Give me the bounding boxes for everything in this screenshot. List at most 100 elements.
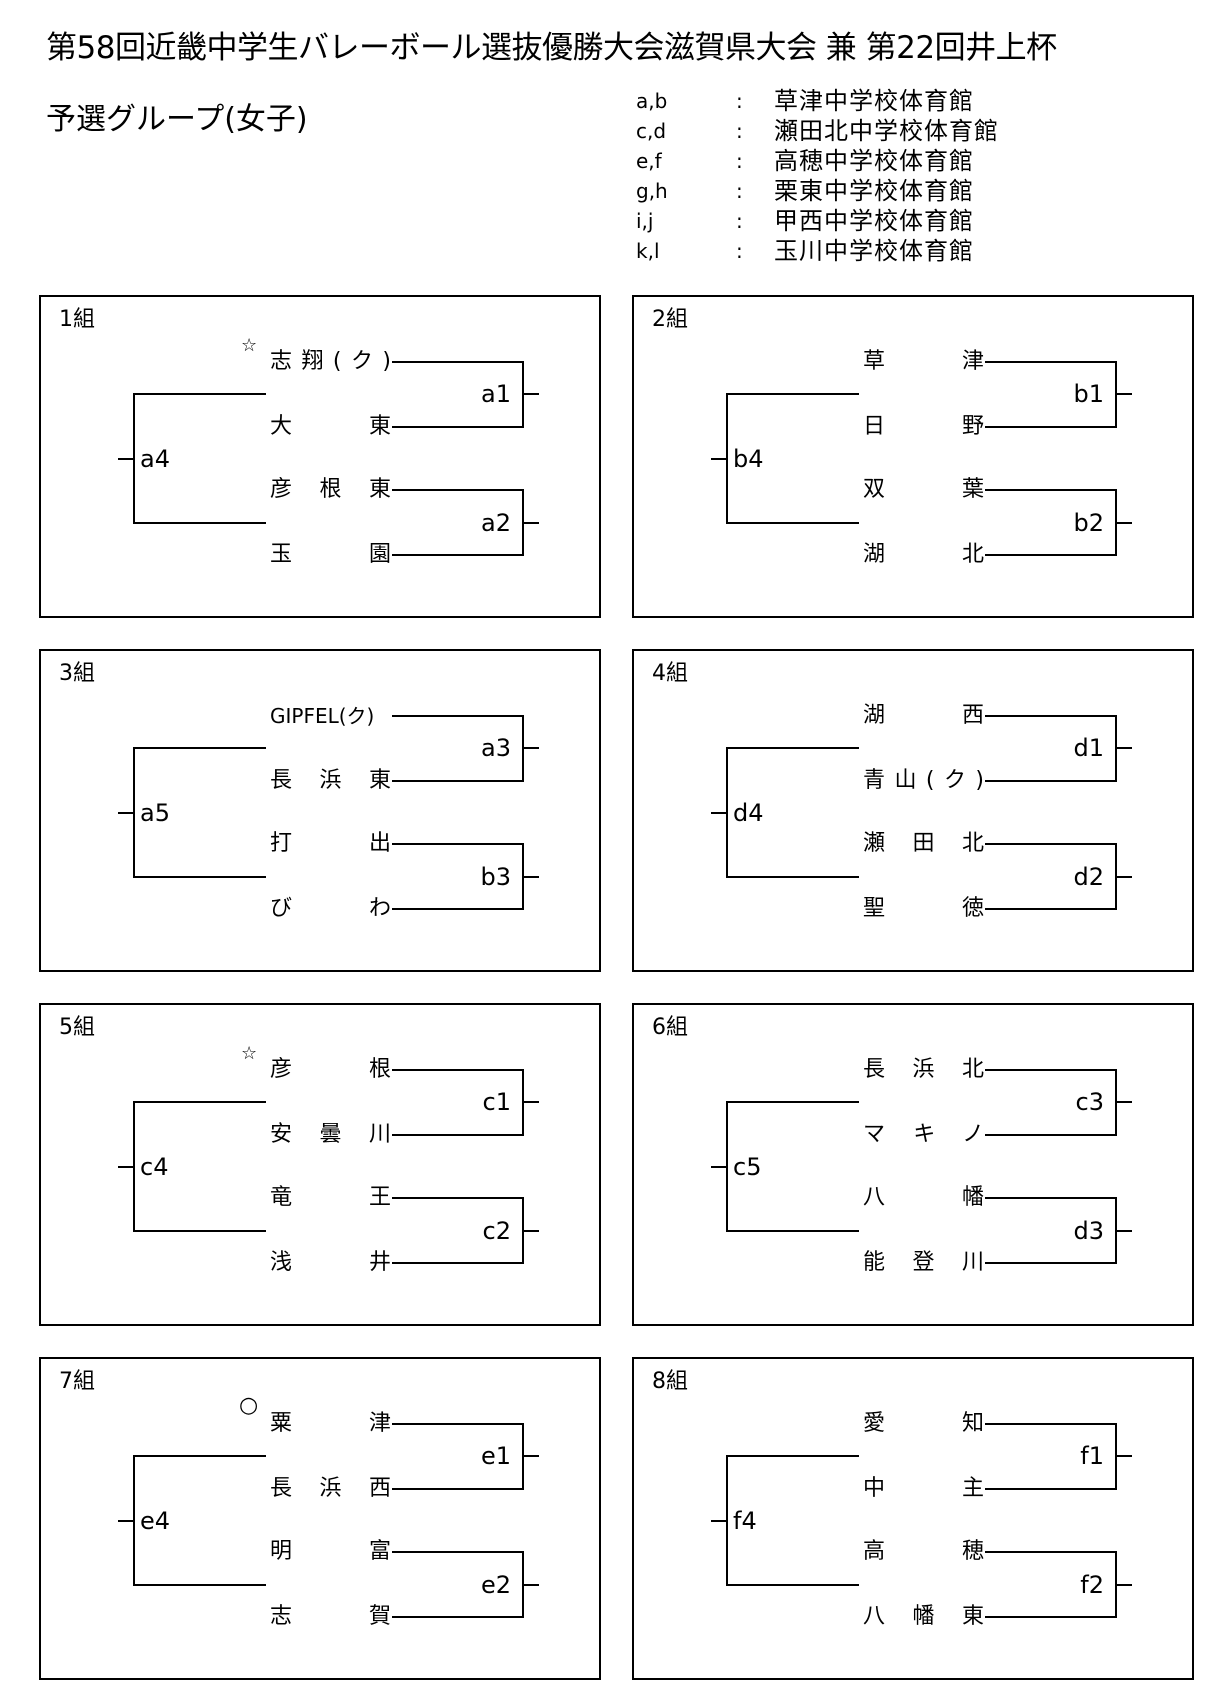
venue-list: a,b:草津中学校体育館 c,d:瀬田北中学校体育館 e,f:高穂中学校体育館 … bbox=[636, 86, 1136, 266]
bracket-lines bbox=[711, 1423, 1132, 1618]
venue-code: a,b bbox=[636, 89, 668, 113]
team-name: 高穂 bbox=[863, 1539, 1061, 1564]
venue-row: k,l: 玉川中学校体育館 bbox=[636, 236, 1136, 266]
venue-code: k,l bbox=[636, 239, 660, 263]
slot-label-top: d1 bbox=[1073, 734, 1104, 762]
slot-label-final: c5 bbox=[733, 1153, 762, 1181]
team-name: 瀬田北 bbox=[863, 831, 1012, 856]
page-subtitle: 予選グループ(女子) bbox=[46, 102, 308, 137]
slot-label-top: c3 bbox=[1075, 1088, 1104, 1116]
venue-code: i,j bbox=[636, 209, 654, 233]
team-name: 湖西 bbox=[863, 703, 1061, 728]
team-name: 長浜西 bbox=[270, 1476, 419, 1501]
slot-label-top: f1 bbox=[1080, 1442, 1104, 1470]
venue-separator: : bbox=[736, 119, 743, 143]
slot-label-top: a1 bbox=[481, 380, 511, 408]
team-name: 日野 bbox=[863, 414, 1061, 439]
slot-label-final: a4 bbox=[140, 445, 170, 473]
team-name: 彦根 bbox=[270, 1057, 468, 1082]
venue-code: e,f bbox=[636, 149, 662, 173]
venue-row: e,f: 高穂中学校体育館 bbox=[636, 146, 1136, 176]
slot-label-bottom: f2 bbox=[1080, 1571, 1104, 1599]
team-name: 彦根東 bbox=[270, 477, 419, 502]
team-name: 大東 bbox=[270, 414, 468, 439]
team-name: 玉園 bbox=[270, 542, 468, 567]
slot-label-bottom: d3 bbox=[1073, 1217, 1104, 1245]
page-title: 第58回近畿中学生バレーボール選抜優勝大会滋賀県大会 兼 第22回井上杯 bbox=[46, 30, 1057, 66]
team-name: 長浜北 bbox=[863, 1057, 1012, 1082]
venue-row: g,h: 栗東中学校体育館 bbox=[636, 176, 1136, 206]
group-label: 8組 bbox=[652, 1369, 688, 1394]
team-name: 志翔(ク) bbox=[270, 349, 401, 374]
slot-label-top: a3 bbox=[481, 734, 511, 762]
slot-label-bottom: e2 bbox=[480, 1571, 511, 1599]
slot-label-final: e4 bbox=[140, 1507, 171, 1535]
team-name: マキノ bbox=[863, 1122, 1013, 1147]
venue-name: 甲西中学校体育館 bbox=[774, 207, 974, 235]
venue-code: g,h bbox=[636, 179, 668, 203]
slot-label-top: e1 bbox=[480, 1442, 511, 1470]
venue-separator: : bbox=[736, 239, 743, 263]
bracket-lines bbox=[118, 361, 539, 556]
team-name: 八幡 bbox=[863, 1185, 1061, 1210]
team-name: 長浜東 bbox=[270, 768, 419, 793]
star-icon: ☆ bbox=[241, 335, 258, 356]
team-name: 志賀 bbox=[270, 1604, 468, 1629]
group-bracket-box: 6組長浜北マキノ八幡能登川 c3 d3 c5 bbox=[632, 1003, 1194, 1326]
venue-separator: : bbox=[736, 89, 743, 113]
team-name: 八幡東 bbox=[863, 1604, 1012, 1629]
venue-row: a,b: 草津中学校体育館 bbox=[636, 86, 1136, 116]
venue-name: 玉川中学校体育館 bbox=[774, 237, 974, 265]
team-name: 竜王 bbox=[270, 1185, 468, 1210]
team-name: 青山(ク) bbox=[863, 768, 994, 793]
team-name: 草津 bbox=[863, 349, 1061, 374]
circle-icon: ○ bbox=[239, 1393, 259, 1418]
team-name: 浅井 bbox=[270, 1250, 468, 1275]
group-label: 3組 bbox=[59, 661, 95, 686]
slot-label-top: b1 bbox=[1073, 380, 1104, 408]
slot-label-bottom: b2 bbox=[1073, 509, 1104, 537]
venue-separator: : bbox=[736, 179, 743, 203]
slot-label-final: b4 bbox=[733, 445, 764, 473]
group-label: 4組 bbox=[652, 661, 688, 686]
bracket-lines bbox=[118, 715, 539, 910]
venue-separator: : bbox=[736, 149, 743, 173]
venue-name: 高穂中学校体育館 bbox=[774, 147, 974, 175]
slot-label-bottom: c2 bbox=[482, 1217, 511, 1245]
team-name: GIPFEL(ク) bbox=[270, 704, 375, 728]
slot-label-final: c4 bbox=[140, 1153, 169, 1181]
team-name: 安曇川 bbox=[270, 1122, 419, 1147]
venue-row: c,d:瀬田北中学校体育館 bbox=[636, 116, 1136, 146]
group-label: 6組 bbox=[652, 1015, 688, 1040]
bracket-lines bbox=[118, 1423, 539, 1618]
venue-name: 栗東中学校体育館 bbox=[774, 177, 974, 205]
team-name: 聖徳 bbox=[863, 896, 1061, 921]
bracket-lines bbox=[711, 361, 1132, 556]
bracket-lines bbox=[711, 1069, 1132, 1264]
team-name: 打出 bbox=[270, 831, 468, 856]
slot-label-bottom: d2 bbox=[1073, 863, 1104, 891]
team-name: 愛知 bbox=[863, 1411, 1061, 1436]
team-name: 粟津 bbox=[270, 1411, 468, 1436]
venue-code: c,d bbox=[636, 119, 667, 143]
group-label: 7組 bbox=[59, 1369, 95, 1394]
team-name: 中主 bbox=[863, 1476, 1061, 1501]
venue-name: 草津中学校体育館 bbox=[774, 87, 974, 115]
team-name: 能登川 bbox=[863, 1250, 1012, 1275]
slot-label-bottom: b3 bbox=[480, 863, 511, 891]
team-name: 明富 bbox=[270, 1539, 468, 1564]
group-bracket-box: 1組志翔(ク) 大東彦根東玉園 a1 a2 a4 ☆ bbox=[39, 295, 601, 618]
team-name: びわ bbox=[270, 896, 468, 921]
bracket-lines bbox=[711, 715, 1132, 910]
venue-separator: : bbox=[736, 209, 743, 233]
group-bracket-box: 7組粟津長浜西明富志賀 e1 e2 e4 ○ bbox=[39, 1357, 601, 1680]
slot-label-top: c1 bbox=[482, 1088, 511, 1116]
slot-label-bottom: a2 bbox=[481, 509, 511, 537]
group-label: 2組 bbox=[652, 307, 688, 332]
group-label: 1組 bbox=[59, 307, 95, 332]
